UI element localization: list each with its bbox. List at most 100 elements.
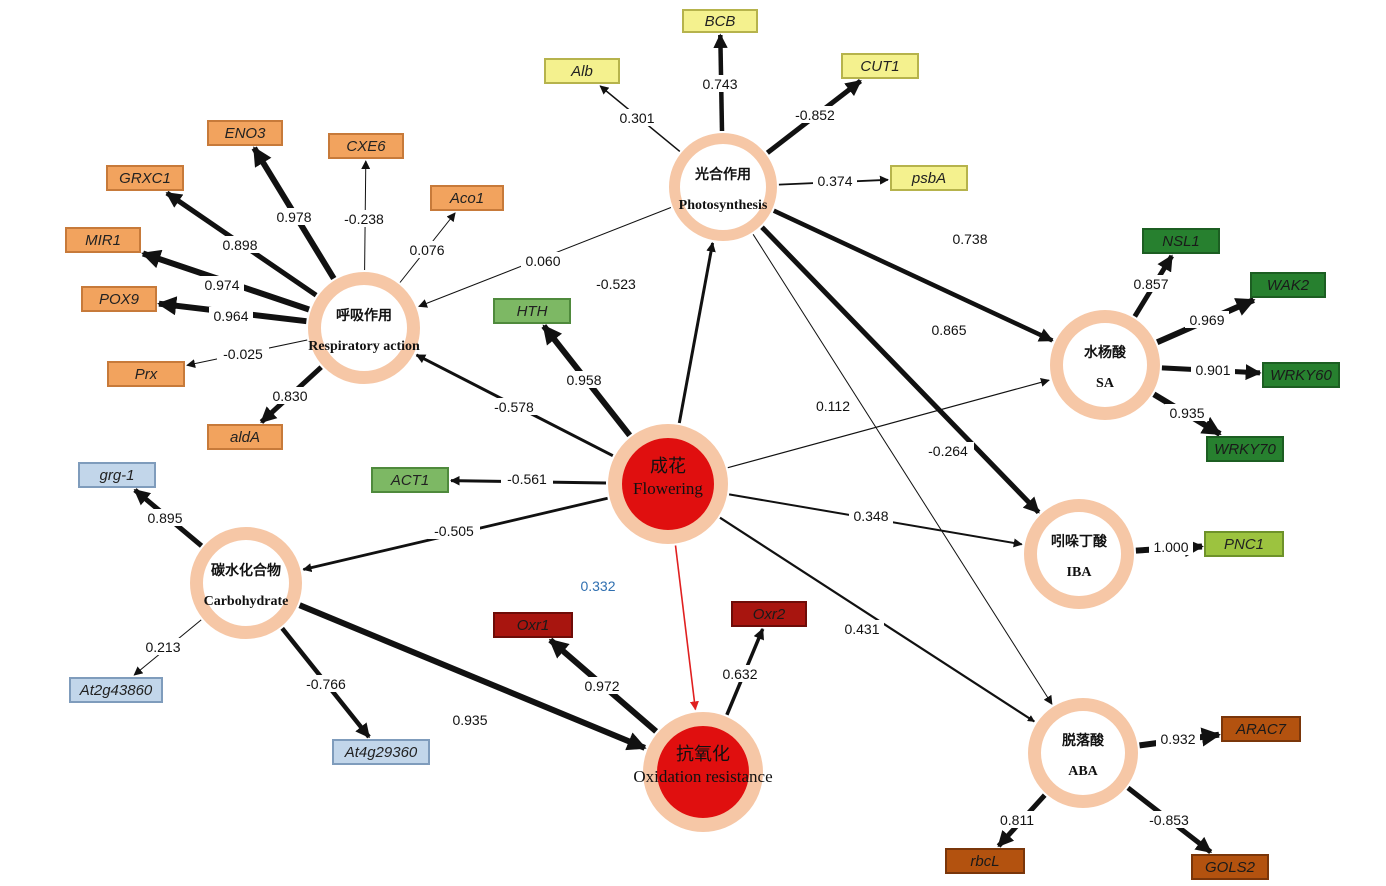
gene-box-rbcL: rbcL <box>945 848 1025 874</box>
hub-label-en: ABA <box>1068 764 1098 779</box>
edge-weight-text: 0.972 <box>584 678 619 694</box>
edge-label-photo-to-resp: 0.060 <box>521 252 565 269</box>
gene-box-Alb: Alb <box>544 58 620 84</box>
edge-label-sa-to-WRKY70: 0.935 <box>1165 404 1209 421</box>
gene-box-At2g43860: At2g43860 <box>69 677 163 703</box>
edge-weight-text: 0.076 <box>409 242 444 258</box>
edge-flower-to-photo <box>677 242 716 424</box>
hub-ring <box>308 272 420 384</box>
gene-box-GOLS2: GOLS2 <box>1191 854 1269 880</box>
hub-ring <box>669 133 777 241</box>
edge-weight-text: 0.213 <box>145 639 180 655</box>
hub-label-en: Oxidation resistance <box>633 767 772 786</box>
edge-flower-to-sa <box>727 377 1050 469</box>
edge-label-photo-to-iba: 0.865 <box>927 321 971 338</box>
gene-label: grg-1 <box>99 467 134 484</box>
gene-label: GRXC1 <box>119 170 171 187</box>
gene-label: psbA <box>911 170 946 187</box>
gene-label: POX9 <box>99 291 140 308</box>
gene-box-WRKY60: WRKY60 <box>1262 362 1340 388</box>
gene-label: Alb <box>570 63 593 80</box>
edge-weight-text: 0.958 <box>566 372 601 388</box>
edge-label-flower-to-oxi: 0.332 <box>576 577 620 594</box>
gene-label: WRKY60 <box>1270 367 1332 384</box>
edge-weight-text: -0.523 <box>596 276 636 292</box>
edge-label-photo-to-BCB: 0.743 <box>698 75 742 92</box>
edge-weight-text: 0.932 <box>1160 731 1195 747</box>
edge-weight-text: 0.738 <box>952 231 987 247</box>
edge-label-flower-to-photo: -0.523 <box>590 275 642 292</box>
gene-label: CUT1 <box>860 58 899 75</box>
edge-carb-to-oxi <box>298 602 647 751</box>
gene-label: BCB <box>705 13 736 30</box>
gene-box-Oxr1: Oxr1 <box>493 612 573 638</box>
gene-box-aldA: aldA <box>207 424 283 450</box>
edge-label-resp-to-MIR1: 0.974 <box>200 276 244 293</box>
edge-label-carb-to-At2g43860: 0.213 <box>141 638 185 655</box>
gene-label: aldA <box>230 429 260 446</box>
edge-weight-text: 0.632 <box>722 666 757 682</box>
edge-label-aba-to-rbcL: 0.811 <box>995 811 1039 828</box>
edge-label-flower-to-aba: 0.431 <box>840 620 884 637</box>
hub-aba: 脱落酸 ABA <box>1028 698 1138 808</box>
hub-ring <box>190 527 302 639</box>
edge-label-flower-to-carb: -0.505 <box>428 522 480 539</box>
edge-photo-to-iba <box>760 225 1041 515</box>
edge-label-sa-to-WRKY60: 0.901 <box>1191 361 1235 378</box>
gene-label: rbcL <box>970 853 999 870</box>
edge-label-aba-to-GOLS2: -0.853 <box>1143 811 1195 828</box>
gene-box-ENO3: ENO3 <box>207 120 283 146</box>
hub-label-en: IBA <box>1067 565 1093 580</box>
edge-label-resp-to-ENO3: 0.978 <box>272 208 316 225</box>
edge-weight-text: 1.000 <box>1153 539 1188 555</box>
hub-label-en: Photosynthesis <box>679 198 768 213</box>
edge-weight-text: -0.578 <box>494 399 534 415</box>
edge-weight-text: -0.505 <box>434 523 474 539</box>
edge-label-carb-to-grg1: 0.895 <box>143 509 187 526</box>
hub-flower: 成花 Flowering <box>608 424 728 544</box>
gene-box-PNC1: PNC1 <box>1204 531 1284 557</box>
gene-box-CXE6: CXE6 <box>328 133 404 159</box>
edge-label-photo-to-CUT1: -0.852 <box>789 106 841 123</box>
hub-ring <box>1050 310 1160 420</box>
edge-label-photo-to-aba: -0.264 <box>922 442 974 459</box>
edge-weight-text: 0.060 <box>525 253 560 269</box>
hub-label-en: SA <box>1096 376 1115 391</box>
gene-label: At2g43860 <box>79 682 153 699</box>
gene-box-Oxr2: Oxr2 <box>731 601 807 627</box>
edge-label-flower-to-resp: -0.578 <box>488 398 540 415</box>
edge-flower-to-oxi <box>674 545 699 711</box>
edge-weight-text: -0.766 <box>306 676 346 692</box>
gene-box-ACT1: ACT1 <box>371 467 449 493</box>
edge-weight-text: 0.332 <box>580 578 615 594</box>
hub-label-cn: 脱落酸 <box>1062 732 1105 749</box>
edge-weight-text: 0.895 <box>147 510 182 526</box>
gene-box-At4g29360: At4g29360 <box>332 739 430 765</box>
edge-flower-to-aba <box>719 516 1035 723</box>
gene-box-HTH: HTH <box>493 298 571 324</box>
edge-photo-to-aba <box>752 234 1053 705</box>
edge-weight-text: 0.112 <box>816 398 850 414</box>
edge-weight-text: -0.238 <box>344 211 384 227</box>
edge-label-sa-to-WAK2: 0.969 <box>1185 311 1229 328</box>
edge-label-iba-to-PNC1: 1.000 <box>1149 538 1193 555</box>
edge-label-sa-to-NSL1: 0.857 <box>1129 275 1173 292</box>
gene-label: At4g29360 <box>344 744 418 761</box>
gene-box-grg1: grg-1 <box>78 462 156 488</box>
gene-box-BCB: BCB <box>682 9 758 33</box>
hub-ring <box>1024 499 1134 609</box>
gene-box-psbA: psbA <box>890 165 968 191</box>
gene-box-Prx: Prx <box>107 361 185 387</box>
hub-label-en: Carbohydrate <box>204 594 289 609</box>
hub-label-cn: 成花 <box>650 456 686 477</box>
hub-label-en: Flowering <box>633 479 703 498</box>
edge-weight-text: -0.025 <box>223 346 263 362</box>
edge-label-carb-to-oxi: 0.935 <box>448 711 492 728</box>
edge-weight-text: -0.852 <box>795 107 835 123</box>
gene-label: NSL1 <box>1162 233 1200 250</box>
